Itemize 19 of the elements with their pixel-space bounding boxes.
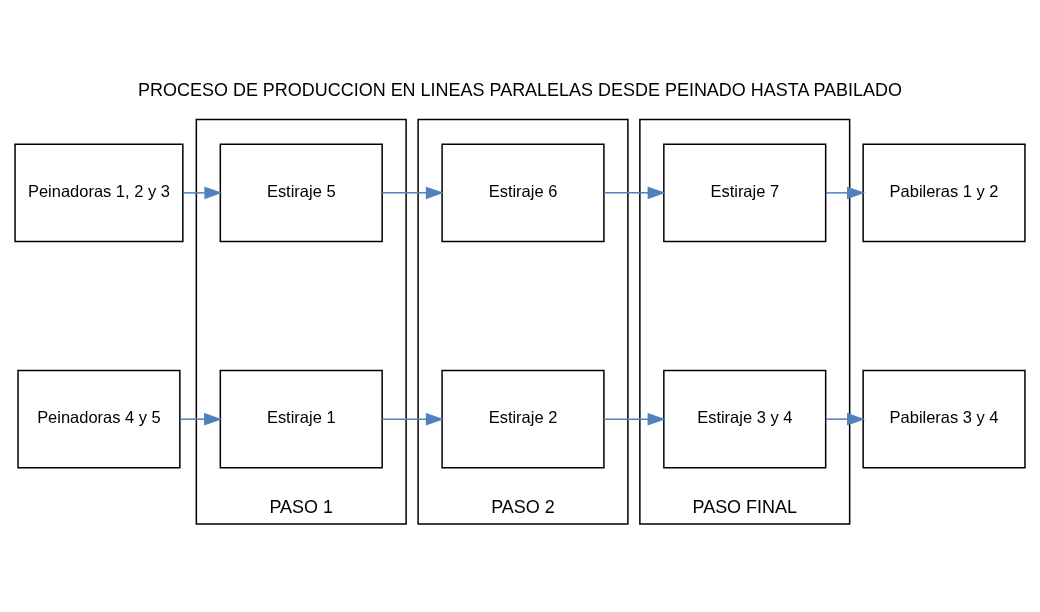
node-box: Pabileras 1 y 2 — [862, 143, 1026, 243]
arrow — [825, 186, 866, 200]
arrow — [603, 186, 666, 200]
node-box: Pabileras 3 y 4 — [862, 369, 1026, 469]
arrow — [825, 412, 866, 426]
node-box: Estiraje 5 — [219, 143, 383, 243]
diagram-title: PROCESO DE PRODUCCION EN LINEAS PARALELAS DESDE PEINADO HASTA PABILADO — [138, 80, 902, 101]
arrow — [381, 186, 444, 200]
node-box: Estiraje 3 y 4 — [663, 369, 827, 469]
node-box: Estiraje 2 — [441, 369, 605, 469]
node-box: Peinadoras 1, 2 y 3 — [14, 143, 184, 243]
arrow — [381, 412, 444, 426]
arrow — [603, 412, 666, 426]
node-box: Estiraje 1 — [219, 369, 383, 469]
arrow — [182, 186, 223, 200]
node-box: Peinadoras 4 y 5 — [17, 369, 181, 469]
node-box: Estiraje 7 — [663, 143, 827, 243]
node-box: Estiraje 6 — [441, 143, 605, 243]
arrow — [179, 412, 223, 426]
